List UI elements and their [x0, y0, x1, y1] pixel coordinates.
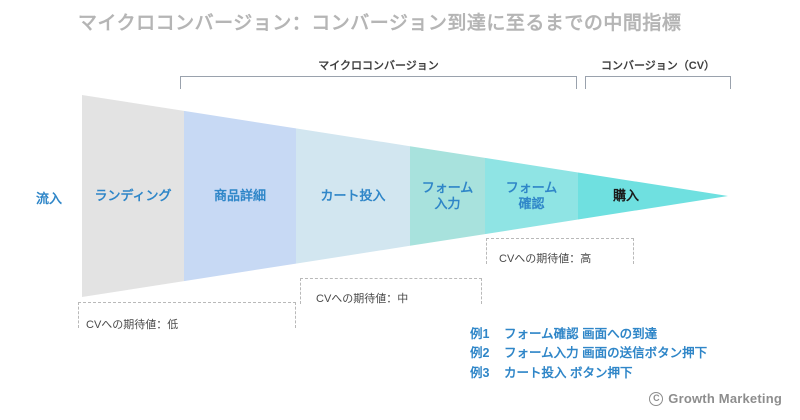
expectation-label-low: CVへの期待値：低 — [86, 319, 179, 331]
list-item: 例2 フォーム入力 画面の送信ボタン押下 — [470, 344, 707, 363]
example-text: カート投入 ボタン押下 — [504, 365, 633, 380]
funnel-label-form-input: フォーム 入力 — [421, 180, 474, 212]
funnel-label-cart: カート投入 — [320, 188, 386, 203]
funnel-label-purchase: 購入 — [612, 188, 639, 203]
example-text: フォーム入力 画面の送信ボタン押下 — [504, 346, 708, 361]
example-number: 例1 — [470, 327, 490, 341]
list-item: 例1 フォーム確認 画面への到達 — [470, 325, 707, 344]
copyright-icon: C — [649, 391, 664, 406]
example-number: 例2 — [470, 346, 490, 361]
expectation-label-mid: CVへの期待値：中 — [316, 293, 409, 305]
bracket-label-micro-conversion: マイクロコンバージョン — [318, 60, 439, 72]
bracket-line-micro-conversion — [180, 76, 577, 89]
funnel-label-landing: ランディング — [94, 188, 172, 203]
expectation-box-low — [78, 302, 296, 328]
bracket-label-conversion: コンバージョン（CV） — [600, 60, 716, 72]
funnel-label-form-confirm: フォーム 確認 — [505, 180, 558, 212]
list-item: 例3 カート投入 ボタン押下 — [470, 364, 707, 383]
examples-list: 例1 フォーム確認 画面への到達 例2 フォーム入力 画面の送信ボタン押下 例3… — [470, 325, 707, 383]
example-text: フォーム確認 画面への到達 — [504, 327, 658, 341]
brand-name: Growth Marketing — [668, 391, 782, 406]
example-number: 例3 — [470, 365, 490, 380]
expectation-label-high: CVへの期待値：高 — [499, 253, 592, 265]
expectation-box-mid — [300, 278, 482, 304]
footer-branding: C Growth Marketing — [649, 391, 782, 406]
page-title: マイクロコンバージョン：コンバージョン到達に至るまでの中間指標 — [78, 13, 682, 34]
expectation-box-high — [486, 238, 634, 264]
inflow-label: 流入 — [35, 191, 62, 206]
bracket-line-conversion — [585, 76, 731, 89]
funnel-label-product: 商品詳細 — [213, 188, 266, 203]
